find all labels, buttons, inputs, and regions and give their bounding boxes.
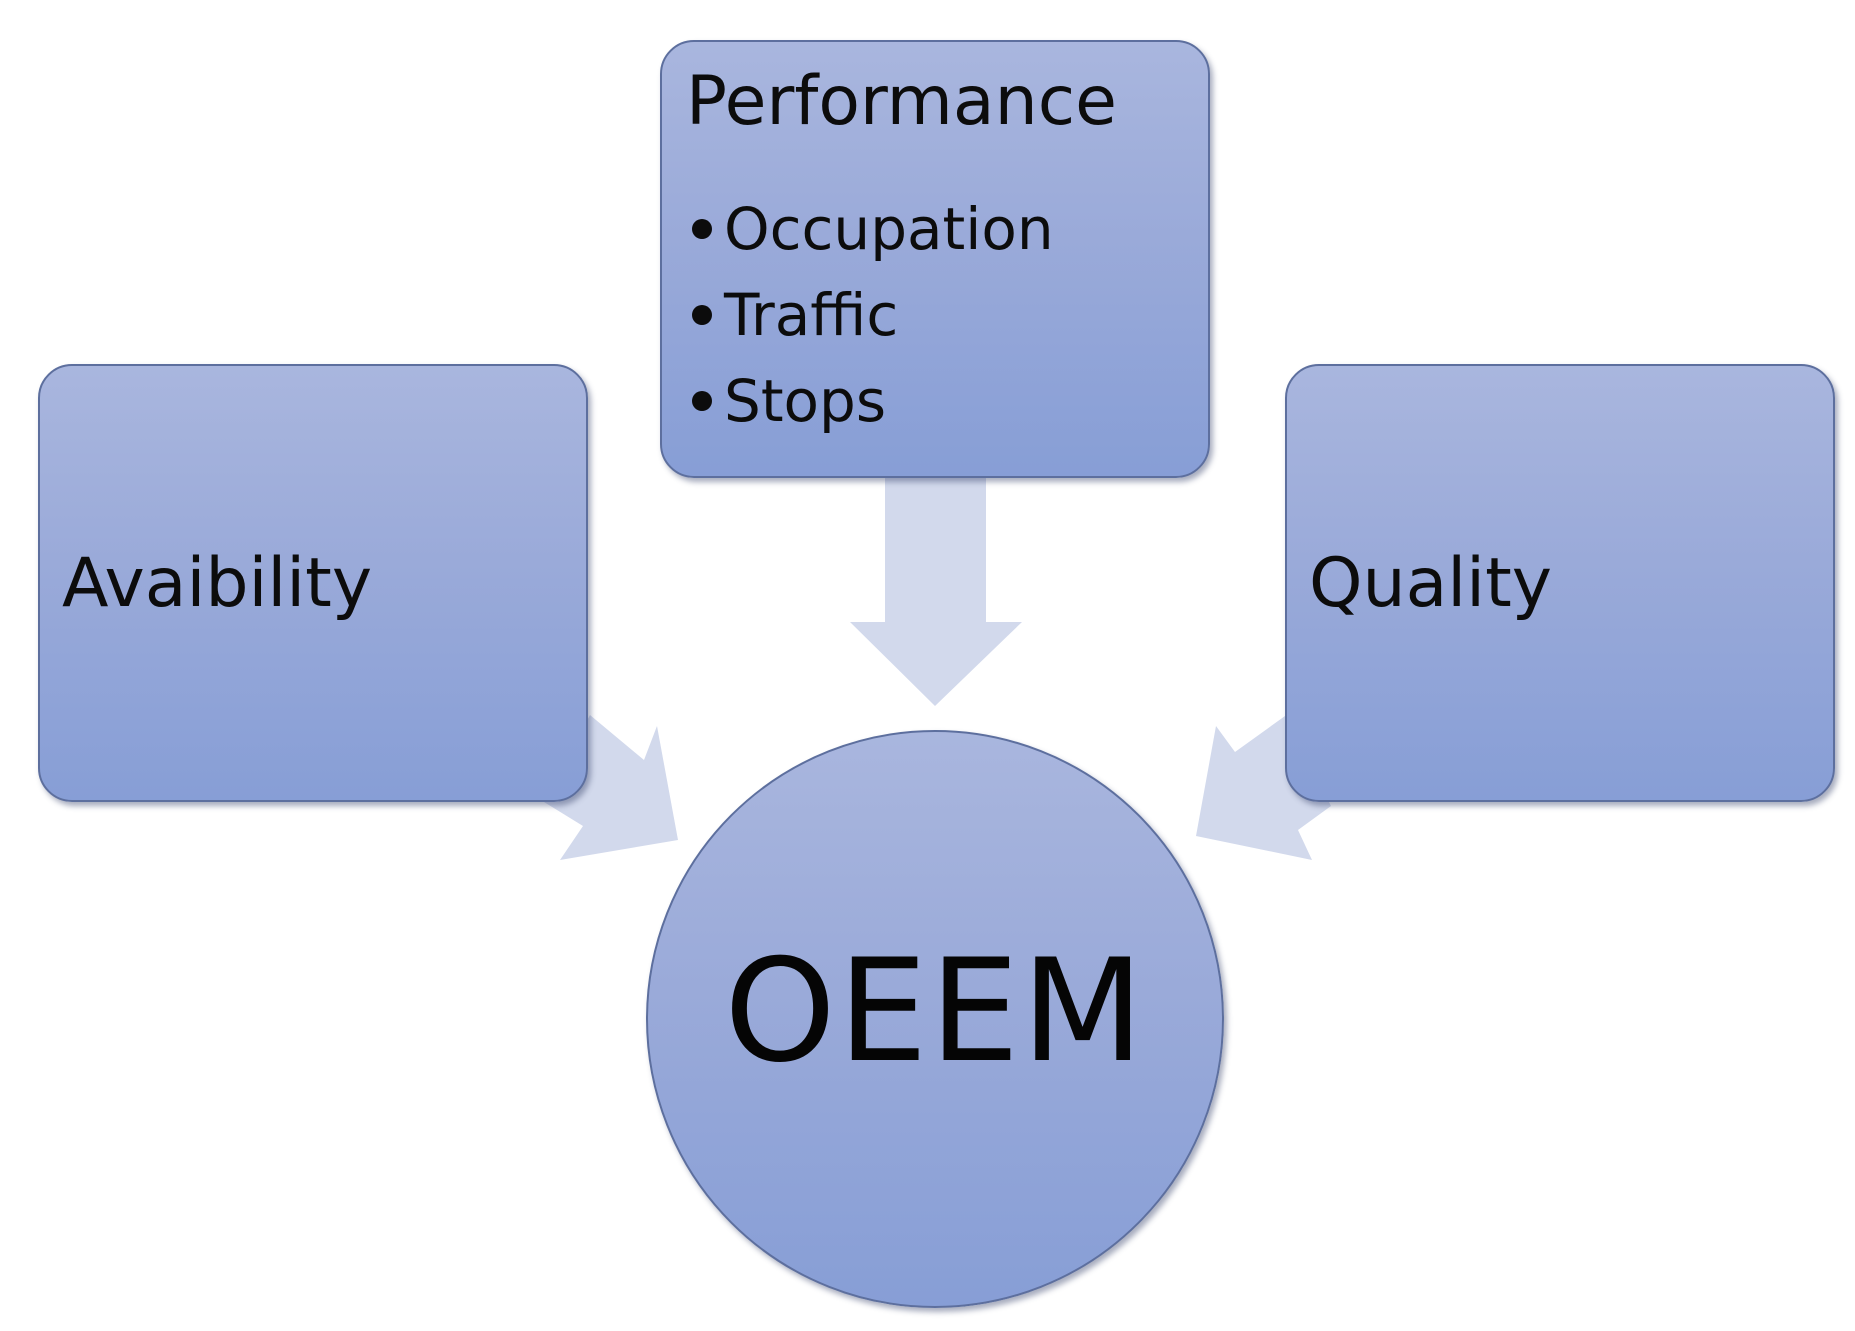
availability-title: Avaibility xyxy=(62,544,373,623)
availability-box: Avaibility xyxy=(38,364,588,802)
performance-bullet-list: Occupation Traffic Stops xyxy=(692,186,1054,444)
bullet-dot-icon xyxy=(692,390,712,411)
quality-title: Quality xyxy=(1309,544,1552,623)
performance-box: Performance Occupation Traffic Stops xyxy=(660,40,1210,478)
bullet-label: Traffic xyxy=(724,281,899,349)
bullet-occupation: Occupation xyxy=(692,186,1054,272)
bullet-stops: Stops xyxy=(692,358,1054,444)
oeem-label: OEEM xyxy=(724,929,1146,1094)
bullet-label: Stops xyxy=(724,367,887,435)
bullet-label: Occupation xyxy=(724,195,1054,263)
quality-box: Quality xyxy=(1285,364,1835,802)
bullet-traffic: Traffic xyxy=(692,272,1054,358)
performance-title: Performance xyxy=(686,62,1117,141)
bullet-dot-icon xyxy=(692,304,712,325)
arrow-performance-to-oeem xyxy=(850,478,1022,706)
bullet-dot-icon xyxy=(692,218,712,239)
oeem-circle: OEEM xyxy=(646,730,1224,1308)
